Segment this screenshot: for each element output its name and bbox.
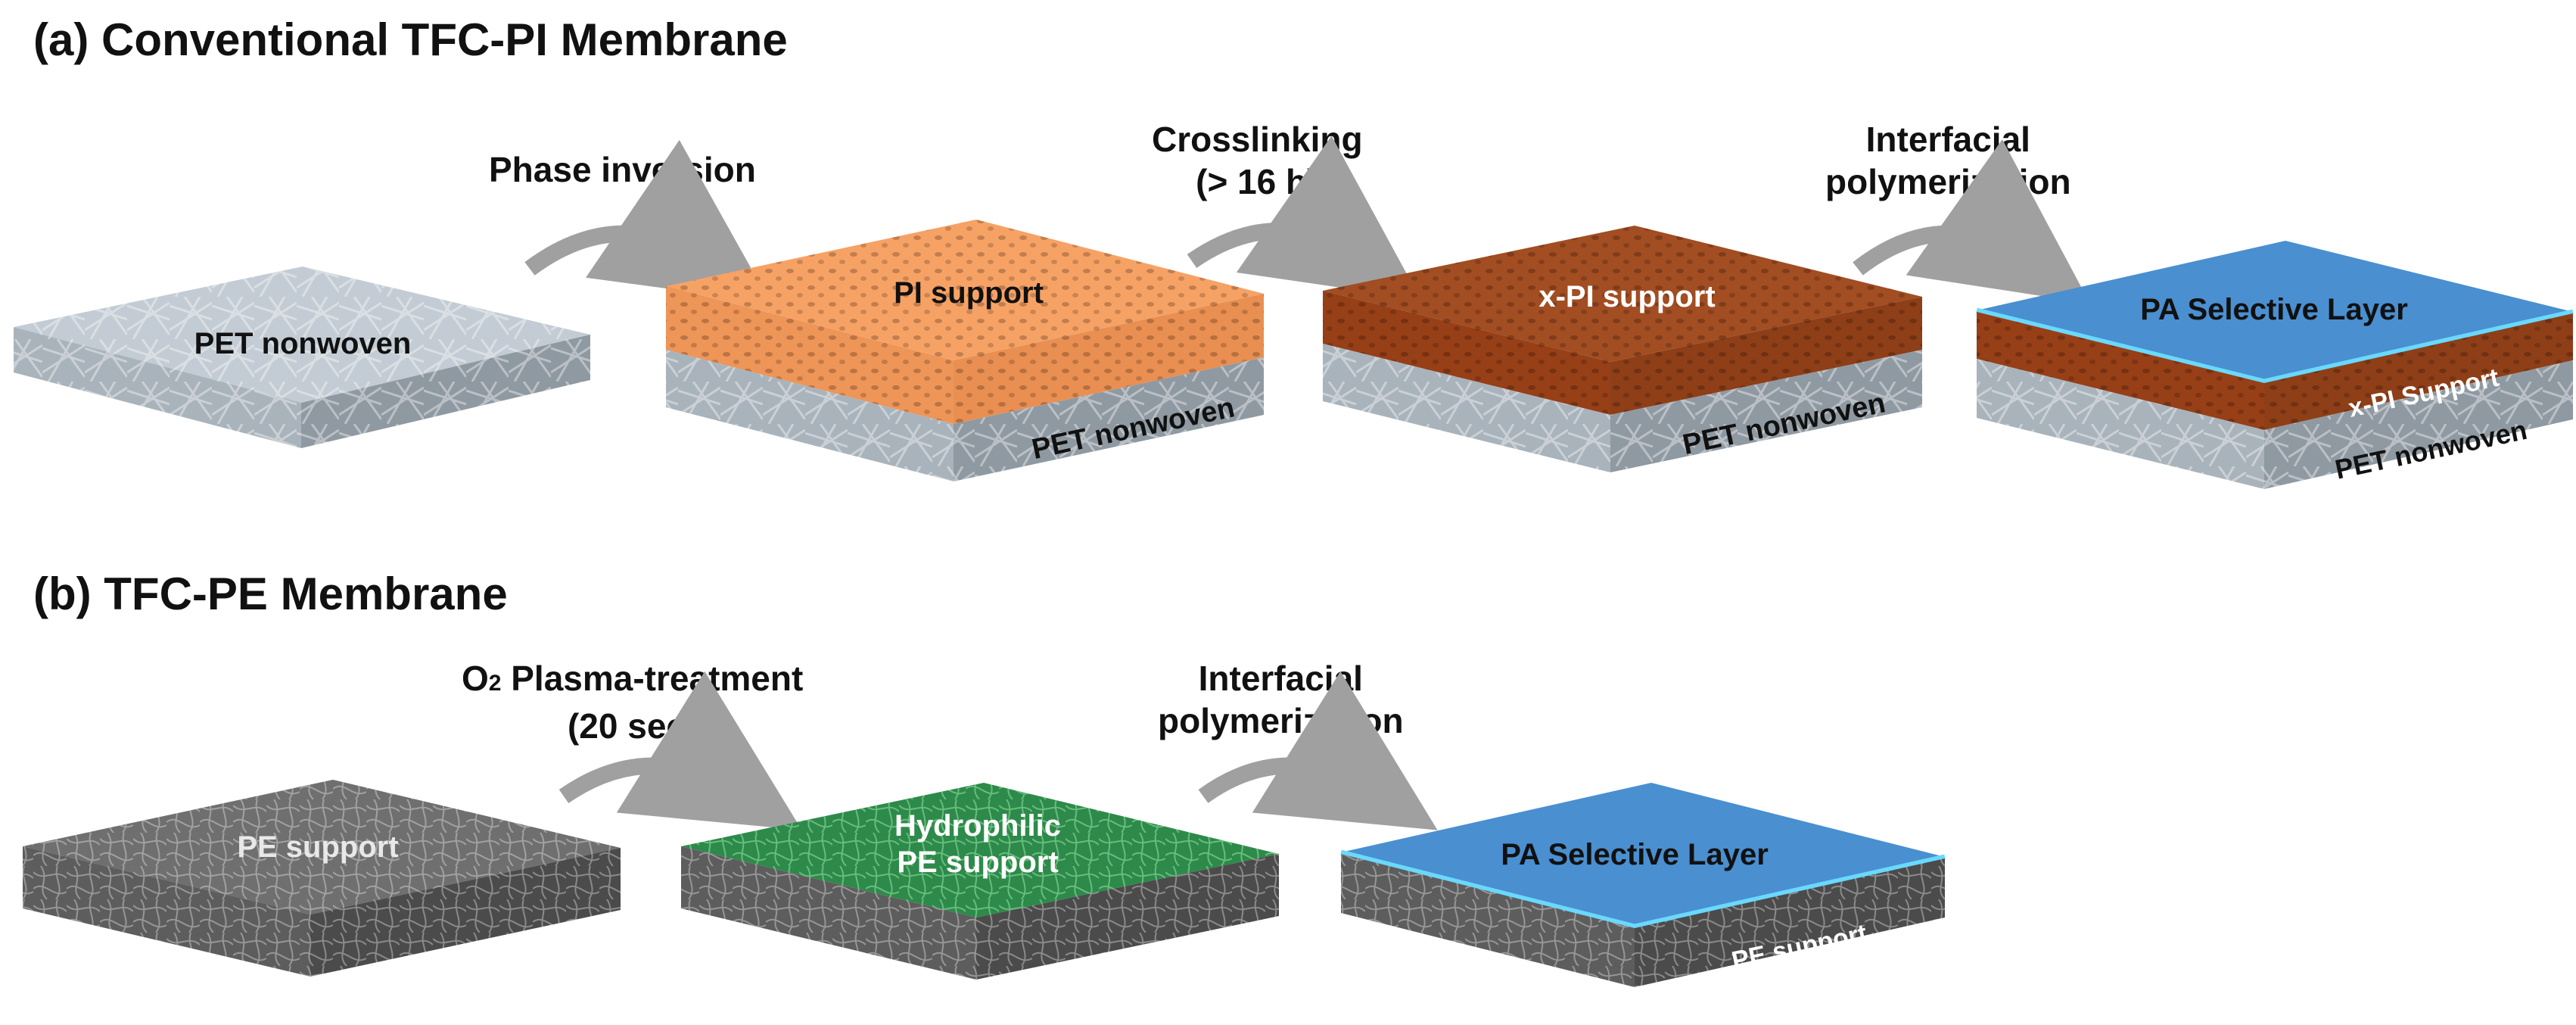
pi-support-block: PI support PET nonwoven (666, 220, 1264, 481)
arrow-plasma (558, 671, 802, 830)
arrow-interfacial-a (1853, 139, 2090, 304)
hydrophilic-pe-block: Hydrophilic PE support (681, 783, 1279, 980)
pet-nonwoven-block: PET nonwoven (14, 266, 590, 448)
arrow-crosslinking (1187, 136, 1421, 300)
step-plasma-prefix: O (462, 659, 489, 698)
pa-membrane-block-b: PA Selective Layer PE support (1340, 783, 1946, 987)
arrow-phase-inversion (524, 139, 770, 303)
section-a-title: (a) Conventional TFC-PI Membrane (33, 14, 788, 65)
hydrophilic-pe-line1: Hydrophilic (894, 809, 1061, 843)
hydrophilic-pe-line2: PE support (897, 846, 1058, 879)
xpi-support-block: x-PI support PET nonwoven (1323, 226, 1922, 472)
pa-layer-b-label: PA Selective Layer (1501, 838, 1769, 871)
pe-support-label: PE support (237, 830, 398, 864)
pa-membrane-block-a: PA Selective Layer x-PI Support PET nonw… (1976, 241, 2574, 489)
step-plasma-subscript: 2 (488, 671, 502, 696)
arrow-interfacial-b (1198, 671, 1438, 830)
pa-layer-a-label: PA Selective Layer (2140, 293, 2408, 326)
pet-nonwoven-label: PET nonwoven (194, 327, 412, 360)
pe-support-block: PE support (23, 780, 621, 977)
section-b-title: (b) TFC-PE Membrane (33, 569, 508, 619)
pi-support-label: PI support (894, 276, 1044, 310)
xpi-support-label: x-PI support (1538, 280, 1715, 313)
